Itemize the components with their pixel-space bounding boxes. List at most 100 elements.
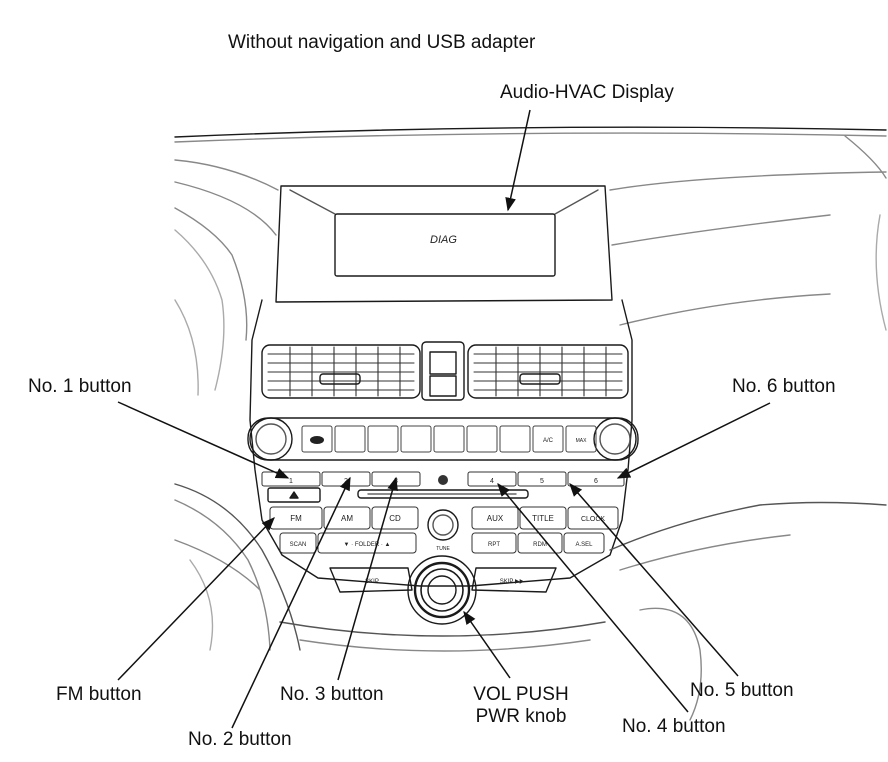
- dashboard-top-edge: [174, 126, 887, 138]
- skip-right-label: SKIP ▶▶: [500, 579, 525, 585]
- callout-vol-knob: VOL PUSH PWR knob: [456, 684, 586, 728]
- dashboard-top-edge-inner: [174, 132, 887, 143]
- preset-1-num: 1: [289, 478, 293, 485]
- display-hood-left: [289, 189, 336, 215]
- leader-lines: [117, 109, 771, 729]
- display-housing: [275, 185, 613, 303]
- lower-left-curve-1: [174, 483, 301, 651]
- right-vent-slats: [473, 346, 623, 397]
- fm-btn-label: FM: [290, 514, 302, 523]
- right-vent-tab: [519, 373, 561, 385]
- preset-6-num: 6: [594, 478, 598, 485]
- aux-btn: [471, 506, 519, 530]
- rpt-btn-label: RPT: [488, 542, 500, 548]
- title-btn-label: TITLE: [532, 514, 554, 523]
- lower-left-curve-2: [174, 499, 271, 651]
- callout-no3-button: No. 3 button: [280, 684, 384, 705]
- cd-btn: [371, 506, 419, 530]
- leader-fm: [117, 517, 275, 681]
- dashboard-right-edge: [844, 135, 887, 179]
- left-vent-tab: [319, 373, 361, 385]
- volume-knob-outer: [407, 555, 477, 625]
- lower-console-line: [279, 621, 606, 637]
- am-btn: [323, 506, 371, 530]
- lower-right-curve-1: [609, 501, 887, 551]
- eject-triangle: [289, 491, 299, 499]
- lower-right-curve-3: [639, 607, 702, 721]
- left-dash-curve-4: [174, 229, 225, 391]
- title-btn: [519, 506, 567, 530]
- preset-4: [467, 471, 517, 487]
- preset-6: [567, 471, 625, 487]
- left-climate-knob-inner: [255, 423, 287, 455]
- folder-btn: [317, 532, 417, 554]
- scan-btn: [279, 532, 317, 554]
- lower-right-curve-2: [619, 534, 791, 571]
- skip-left-button: [329, 567, 413, 593]
- climate-buttons: [301, 425, 597, 453]
- asel-btn-label: A.SEL: [575, 542, 593, 548]
- leader-no2: [231, 476, 351, 729]
- lower-left-curve-4: [189, 559, 214, 651]
- console-body: [249, 299, 633, 587]
- right-dash-curve-4: [875, 214, 887, 331]
- audio-buttons: [269, 506, 619, 554]
- left-dash-curve-5: [174, 299, 199, 396]
- scan-btn-label: SCAN: [290, 542, 307, 548]
- center-hazard-frame: [421, 341, 465, 401]
- display-screen: [334, 213, 556, 277]
- callout-no4-button: No. 4 button: [622, 716, 726, 737]
- volume-knob-center: [427, 575, 457, 605]
- rdm-btn: [517, 532, 563, 554]
- am-btn-label: AM: [341, 514, 353, 523]
- display-hood-right: [554, 189, 599, 215]
- rdm-btn-label: RDM: [533, 542, 547, 548]
- eject-icon: [438, 475, 448, 485]
- lower-left-curve-3: [174, 539, 261, 591]
- right-dash-curve-1: [609, 171, 887, 191]
- leader-vol: [463, 610, 511, 679]
- preset-5: [517, 471, 567, 487]
- right-climate-knob-inner: [599, 423, 631, 455]
- leader-no5: [569, 482, 739, 677]
- tune-knob: [427, 509, 459, 541]
- leader-no4: [497, 482, 689, 713]
- max-btn-label: MAX: [576, 438, 588, 444]
- panel-labels: 1 2 3 4 5 6 FM AM CD AUX TITLE CLOCK SCA…: [289, 438, 605, 585]
- asel-btn: [563, 532, 605, 554]
- aux-btn-label: AUX: [487, 514, 504, 523]
- left-dash-curve-3: [174, 207, 248, 341]
- display-screen-text: DIAG: [430, 234, 457, 246]
- tune-knob-inner: [432, 514, 454, 536]
- folder-btn-label: ▼ · FOLDER · ▲: [344, 542, 391, 548]
- clock-btn: [567, 506, 619, 530]
- callout-no1-button: No. 1 button: [28, 376, 132, 397]
- clock-btn-label: CLOCK: [581, 516, 605, 523]
- right-climate-knob: [593, 417, 637, 461]
- callout-no5-button: No. 5 button: [690, 680, 794, 701]
- climate-panel: [247, 417, 639, 461]
- leader-no6: [616, 402, 771, 479]
- preset-4-num: 4: [490, 478, 494, 485]
- diagram-title: Without navigation and USB adapter: [228, 32, 536, 53]
- callout-fm-button: FM button: [56, 684, 142, 705]
- open-button: [267, 487, 321, 503]
- callout-no2-button: No. 2 button: [188, 729, 292, 750]
- lower-console-line-2: [299, 639, 591, 652]
- leader-no3: [337, 476, 398, 681]
- rpt-btn: [471, 532, 517, 554]
- preset-1: [261, 471, 321, 487]
- left-climate-knob: [249, 417, 293, 461]
- left-vent-slats: [267, 346, 415, 397]
- right-dash-curve-2: [611, 214, 831, 246]
- leader-no1: [117, 401, 290, 479]
- center-hazard-inner: [429, 351, 457, 375]
- skip-left-label: SKIP: [365, 579, 379, 585]
- callout-no6-button: No. 6 button: [732, 376, 836, 397]
- preset-5-num: 5: [540, 478, 544, 485]
- left-dash-curve-2: [174, 181, 277, 236]
- cd-btn-label: CD: [389, 514, 401, 523]
- climate-recirc-icon: [310, 436, 324, 444]
- right-vent: [467, 344, 629, 399]
- center-hazard-inner-2: [429, 375, 457, 397]
